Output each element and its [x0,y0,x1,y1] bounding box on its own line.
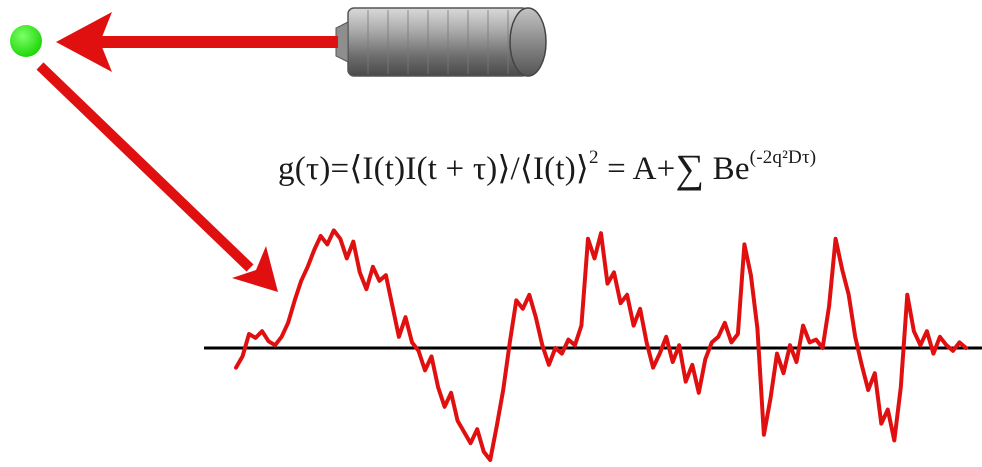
intensity-trace [236,230,966,460]
formula-exponent: (-2q²Dτ) [750,147,817,168]
formula-lhs: g(τ)=⟨I(t)I(t + τ)⟩/⟨I(t)⟩ [278,151,589,187]
formula-term: Be [704,151,750,187]
formula-equals: = A+ [599,151,676,187]
scattered-beam-arrow [40,66,278,292]
sum-symbol: ∑ [675,146,704,191]
formula-lhs-exponent: 2 [589,147,599,168]
particle-icon [10,25,42,57]
autocorrelation-formula: g(τ)=⟨I(t)I(t + τ)⟩/⟨I(t)⟩2 = A+∑ Be(-2q… [278,142,816,189]
laser-source-icon [336,8,546,76]
incident-beam-arrow [56,12,338,72]
